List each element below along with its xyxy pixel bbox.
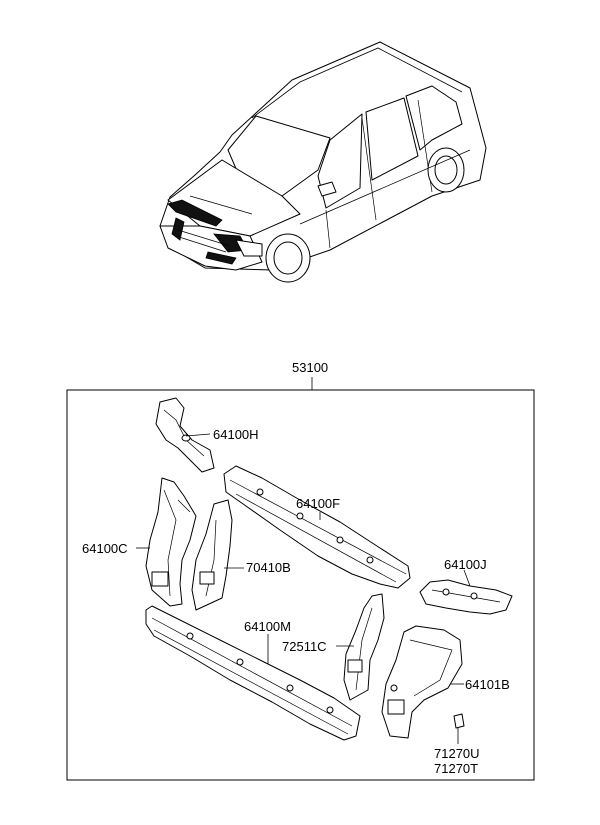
label-64100M: 64100M	[244, 619, 291, 634]
part-70410B-drawing	[191, 499, 244, 611]
assembly-callout: 53100	[292, 360, 328, 390]
label-71270U: 71270U	[434, 746, 480, 761]
label-71270T: 71270T	[434, 761, 478, 776]
part-71270-drawing	[453, 713, 465, 744]
part-64100J-drawing	[419, 569, 513, 615]
part-64100H-drawing	[155, 397, 215, 473]
label-64101B: 64101B	[465, 677, 510, 692]
label-72511C: 72511C	[282, 639, 327, 654]
assembly-number: 53100	[292, 360, 328, 375]
label-64100F: 64100F	[296, 496, 340, 511]
assembly-frame	[66, 389, 535, 781]
label-70410B: 70410B	[246, 560, 291, 575]
part-64100C-drawing	[136, 477, 197, 607]
part-64100M-drawing	[145, 605, 361, 741]
part-72511C-drawing	[336, 593, 385, 701]
vehicle-illustration	[159, 41, 487, 283]
label-64100C: 64100C	[82, 541, 128, 556]
part-64101B-drawing	[381, 625, 464, 739]
part-64100F-drawing	[223, 465, 411, 589]
label-64100J: 64100J	[444, 557, 487, 572]
label-64100H: 64100H	[213, 427, 259, 442]
